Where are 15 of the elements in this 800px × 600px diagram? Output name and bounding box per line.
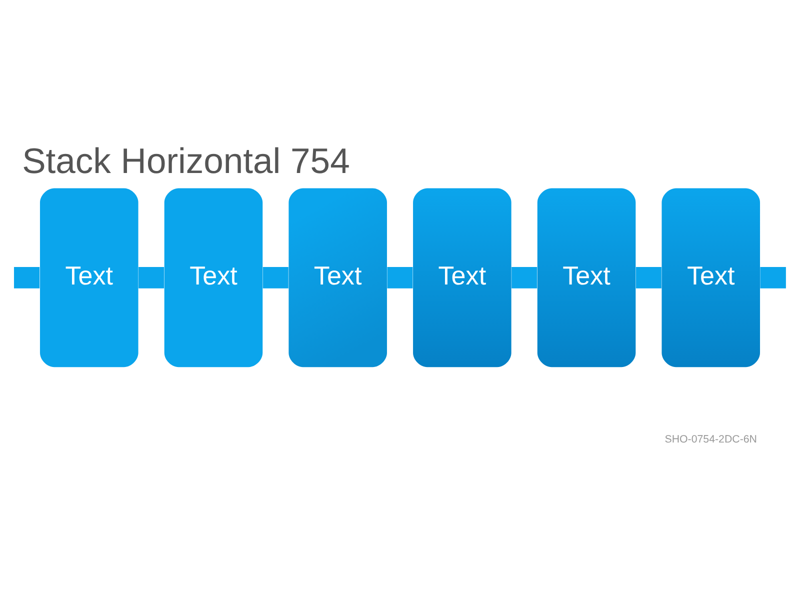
node-box: Text: [537, 188, 636, 367]
connector: [760, 266, 786, 288]
connector: [14, 266, 40, 288]
node-box: Text: [413, 188, 512, 367]
connector: [387, 266, 413, 288]
connector: [262, 266, 288, 288]
connector: [138, 266, 164, 288]
diagram-title: Stack Horizontal 754: [22, 140, 350, 180]
node-box: Text: [164, 188, 263, 367]
connector: [636, 266, 662, 288]
node-box: Text: [288, 188, 387, 367]
node-box: Text: [662, 188, 760, 367]
connector: [512, 266, 538, 288]
label: SHO-0754-2DC-6N: [664, 433, 757, 446]
node-box: Text: [40, 188, 138, 367]
